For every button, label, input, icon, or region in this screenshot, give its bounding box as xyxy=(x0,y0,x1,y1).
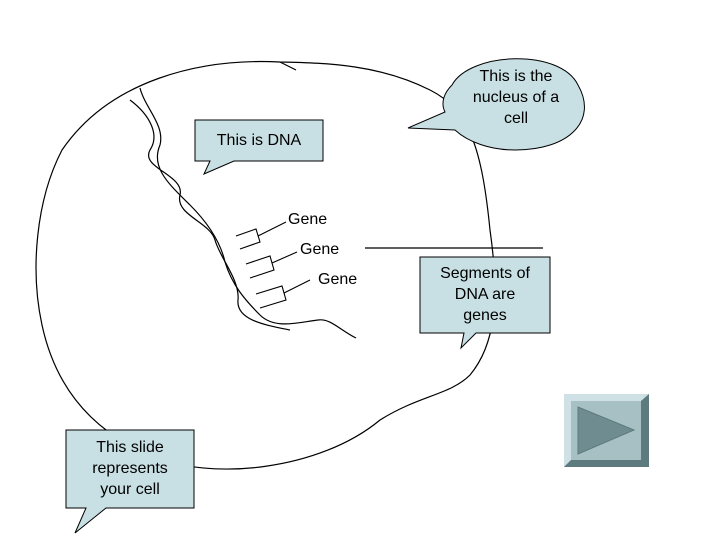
dna-callout-text: This is DNA xyxy=(216,132,302,149)
gene-bracket-3 xyxy=(255,279,311,309)
dna-callout-shape xyxy=(194,119,324,175)
cell-outline-stub xyxy=(279,61,297,71)
slide-callout-text: This slide represents your cell xyxy=(92,439,168,498)
play-arrow-icon xyxy=(577,406,636,455)
segments-callout-text: Segments of DNA are genes xyxy=(440,265,530,324)
gene-label: Gene xyxy=(318,271,358,288)
gene-bracket-1 xyxy=(235,221,287,250)
dna-strand-2 xyxy=(139,87,357,339)
gene-bracket-2 xyxy=(245,251,298,279)
dna-strand-1 xyxy=(129,99,291,331)
nucleus-callout-shape xyxy=(407,58,585,151)
next-slide-button[interactable] xyxy=(564,394,649,467)
gene-label: Gene xyxy=(288,211,328,228)
gene-label: Gene xyxy=(300,241,340,258)
nucleus-callout-text: This is the nucleus of a cell xyxy=(472,68,560,127)
segments-callout-shape xyxy=(419,256,551,350)
slide-callout-shape xyxy=(65,429,195,534)
